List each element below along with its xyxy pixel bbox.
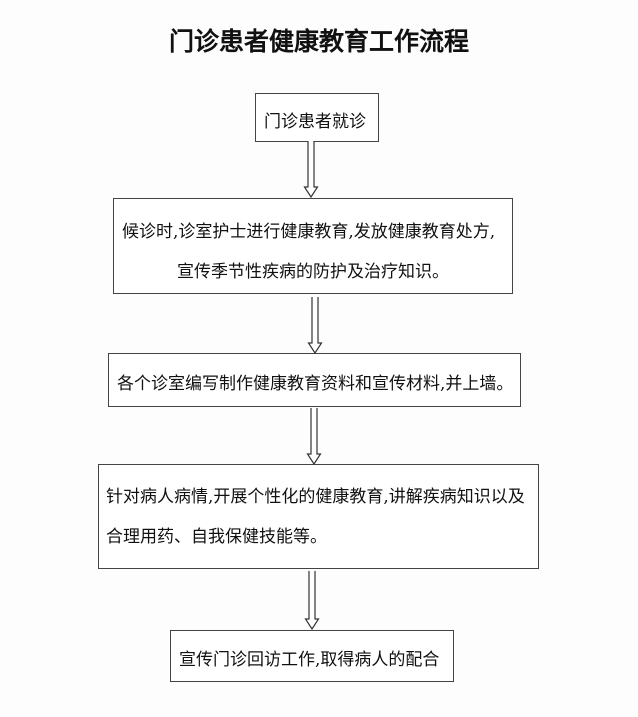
step-1-text: 门诊患者就诊 <box>264 112 366 132</box>
step-4-box: 针对病人病情,开展个性化的健康教育,讲解疾病知识以及 合理用药、自我保健技能等。 <box>98 464 539 569</box>
step-5-box: 宣传门诊回访工作,取得病人的配合 <box>170 630 454 682</box>
diagram-title: 门诊患者健康教育工作流程 <box>168 27 469 56</box>
step-4-text-line-1: 针对病人病情,开展个性化的健康教育,讲解疾病知识以及 <box>106 487 525 507</box>
step-1-box: 门诊患者就诊 <box>255 93 379 142</box>
step-2-box: 候诊时,诊室护士进行健康教育,发放健康教育处方, 宣传季节性疾病的防护及治疗知识… <box>113 198 513 294</box>
arrow-down-icon <box>304 571 320 630</box>
arrow-down-icon <box>307 297 323 354</box>
arrow-down-icon <box>306 408 322 465</box>
step-2-text-line-2: 宣传季节性疾病的防护及治疗知识。 <box>177 262 449 282</box>
arrow-down-icon <box>303 141 319 198</box>
step-3-text: 各个诊室编写制作健康教育资料和宣传材料,并上墙。 <box>117 374 514 394</box>
step-5-text: 宣传门诊回访工作,取得病人的配合 <box>179 650 440 670</box>
step-2-text-line-1: 候诊时,诊室护士进行健康教育,发放健康教育处方, <box>122 222 496 242</box>
step-4-text-line-2: 合理用药、自我保健技能等。 <box>106 527 327 547</box>
step-3-box: 各个诊室编写制作健康教育资料和宣传材料,并上墙。 <box>108 353 521 407</box>
